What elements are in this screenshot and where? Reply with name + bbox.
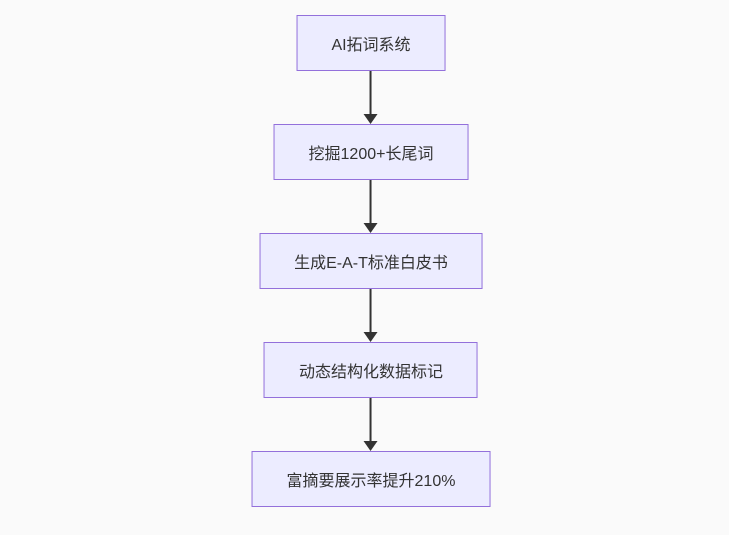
node-label: 生成E-A-T标准白皮书 [294, 255, 448, 272]
flow-arrow-2 [364, 180, 378, 233]
node-label: AI拓词系统 [331, 37, 411, 54]
arrow-head-icon [364, 223, 378, 233]
node-label: 动态结构化数据标记 [298, 364, 443, 381]
flow-node-longtail-mining: 挖掘1200+长尾词 [273, 124, 469, 180]
arrow-head-icon [364, 441, 378, 451]
arrow-line [370, 289, 372, 332]
flow-node-eat-whitepaper: 生成E-A-T标准白皮书 [259, 233, 483, 289]
arrow-head-icon [364, 114, 378, 124]
arrow-line [370, 71, 372, 114]
flow-node-rich-snippet-uplift: 富摘要展示率提升210% [251, 451, 491, 507]
arrow-head-icon [364, 332, 378, 342]
flow-arrow-3 [364, 289, 378, 342]
flow-node-ai-keyword-system: AI拓词系统 [296, 15, 446, 71]
flow-arrow-4 [364, 398, 378, 451]
flow-arrow-1 [364, 71, 378, 124]
arrow-line [370, 398, 372, 441]
node-label: 挖掘1200+长尾词 [308, 146, 434, 163]
flowchart-canvas: AI拓词系统 挖掘1200+长尾词 生成E-A-T标准白皮书 动态结构化数据标记… [251, 15, 491, 507]
arrow-line [370, 180, 372, 223]
flow-node-structured-data-markup: 动态结构化数据标记 [263, 342, 478, 398]
node-label: 富摘要展示率提升210% [286, 473, 456, 490]
